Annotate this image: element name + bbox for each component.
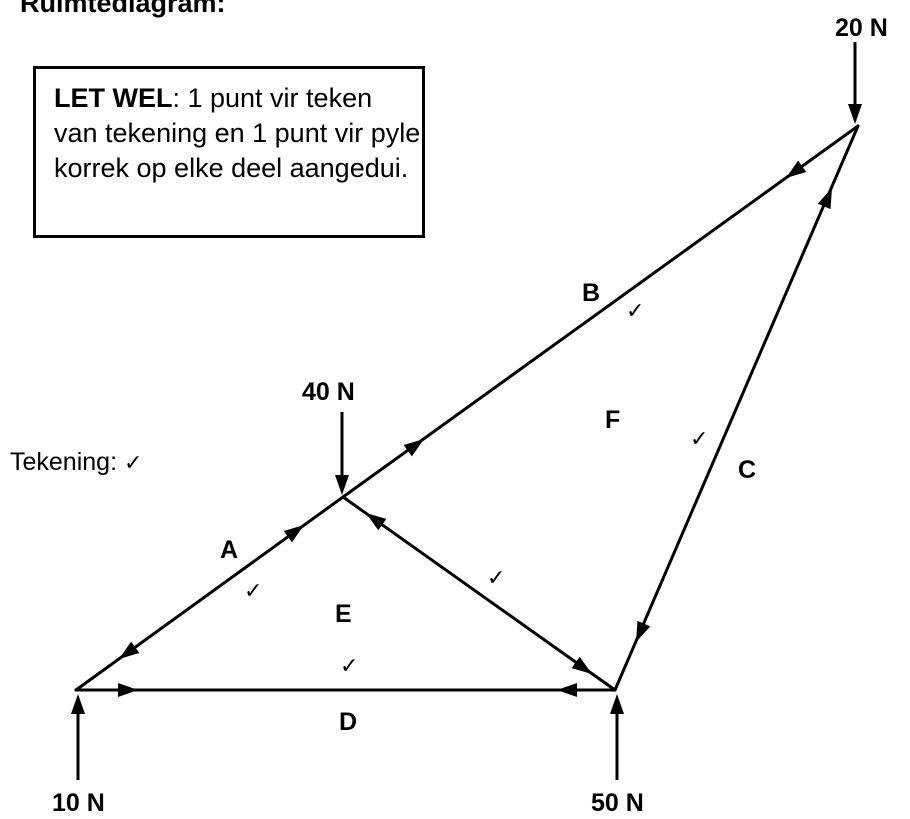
drawing-mark-label: Tekening: <box>10 448 118 476</box>
arrowhead-left-lower-down <box>119 641 140 659</box>
load-label-top: 20 N <box>835 14 888 42</box>
tick-mark-c: ✓ <box>690 427 709 452</box>
drawing-mark-tick: ✓ <box>123 451 143 476</box>
region-label-e: E <box>335 600 352 628</box>
tick-mark-b: ✓ <box>626 299 645 324</box>
load-arrowhead-top <box>848 104 862 124</box>
region-label-f: F <box>605 406 621 434</box>
member-right-chord <box>613 124 860 692</box>
arrowhead-right-chord-up <box>817 188 832 210</box>
region-label-d: D <box>339 708 358 736</box>
diagram-title: Ruimtediagram: <box>20 0 226 18</box>
member-direction-arrows <box>118 160 832 697</box>
tick-mark-a: ✓ <box>244 579 263 604</box>
arrowhead-left-upper-down <box>786 160 807 178</box>
note-box: LET WEL: 1 punt vir teken van tekening e… <box>33 66 425 238</box>
arrowhead-right-chord-down <box>636 620 651 642</box>
tick-mark-d: ✓ <box>340 654 359 679</box>
tick-mark-diagonal: ✓ <box>487 566 506 591</box>
region-label-c: C <box>738 456 757 484</box>
load-label-apex: 40 N <box>302 378 355 406</box>
member-diagonal <box>341 495 617 692</box>
support-arrowhead-right <box>610 694 624 714</box>
load-label-right: 50 N <box>591 789 644 817</box>
arrowhead-diagonal-down <box>571 656 592 674</box>
support-arrowhead-left <box>71 694 85 714</box>
drawing-mark: Tekening: ✓ <box>10 448 142 477</box>
arrowhead-bottom-left <box>118 683 138 697</box>
arrowhead-left-upper-up <box>403 439 424 457</box>
arrowhead-bottom-right <box>557 683 577 697</box>
region-label-a: A <box>220 536 239 564</box>
load-arrowhead-apex <box>335 475 349 495</box>
note-bold-prefix: LET WEL <box>54 83 173 113</box>
arrowhead-left-lower-up <box>283 525 304 543</box>
note-text: : 1 punt vir teken van tekening en 1 pun… <box>54 83 421 183</box>
load-label-left: 10 N <box>52 789 105 817</box>
member-left-upper <box>341 124 860 499</box>
region-label-b: B <box>582 279 601 307</box>
arrowhead-diagonal-up <box>366 513 387 531</box>
